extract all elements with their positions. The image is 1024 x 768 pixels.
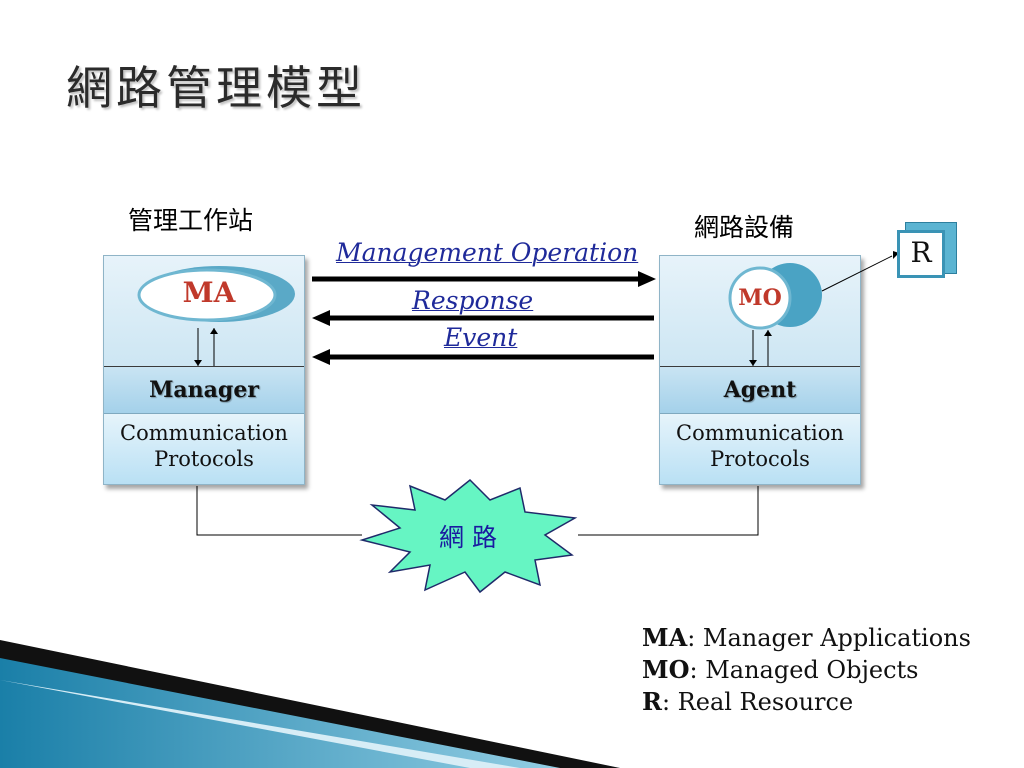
network-label: 網 路 bbox=[439, 523, 497, 552]
event-arrow bbox=[312, 349, 654, 365]
page-title: 網路管理模型 bbox=[66, 61, 366, 115]
manager-role-label: Manager bbox=[104, 367, 304, 414]
manager-station-title: 管理工作站 bbox=[128, 206, 254, 235]
decorative-swoosh bbox=[0, 640, 620, 768]
legend-item-mo: MO: Managed Objects bbox=[642, 655, 919, 684]
network-burst-shape bbox=[359, 478, 578, 594]
manager-protocols: Communication Protocols bbox=[104, 414, 304, 484]
manager-node: MA Manager Communication Protocols bbox=[103, 255, 305, 485]
agent-object-area: MO bbox=[660, 256, 860, 367]
ma-ellipse-graphic bbox=[137, 266, 295, 366]
management-operation-label: Management Operation bbox=[336, 238, 639, 267]
agent-protocol-line2: Protocols bbox=[710, 447, 810, 471]
manager-protocol-line2: Protocols bbox=[154, 447, 254, 471]
agent-protocols: Communication Protocols bbox=[660, 414, 860, 484]
agent-protocol-line1: Communication bbox=[676, 421, 844, 445]
mo-label: MO bbox=[738, 285, 782, 311]
legend-item-r: R: Real Resource bbox=[642, 687, 854, 716]
legend-item-ma: MA: Manager Applications bbox=[642, 623, 971, 652]
response-arrow bbox=[312, 310, 654, 326]
resource-label: R bbox=[910, 236, 932, 269]
agent-role-label: Agent bbox=[660, 367, 860, 414]
ma-label: MA bbox=[182, 276, 236, 309]
mo-circle-graphic bbox=[728, 263, 822, 366]
event-label: Event bbox=[444, 323, 518, 352]
agent-network-line bbox=[578, 486, 759, 536]
manager-network-line bbox=[196, 486, 362, 536]
network-device-title: 網路設備 bbox=[694, 213, 795, 242]
agent-node: MO Agent Communication Protocols bbox=[659, 255, 861, 485]
management-arrow bbox=[312, 271, 656, 287]
legend: MA: Manager Applications MO: Managed Obj… bbox=[642, 622, 971, 718]
response-label: Response bbox=[412, 286, 534, 315]
manager-protocol-line1: Communication bbox=[120, 421, 288, 445]
mo-to-resource-line bbox=[821, 251, 899, 292]
manager-app-area: MA bbox=[104, 256, 304, 367]
resource-box: R bbox=[897, 222, 957, 282]
